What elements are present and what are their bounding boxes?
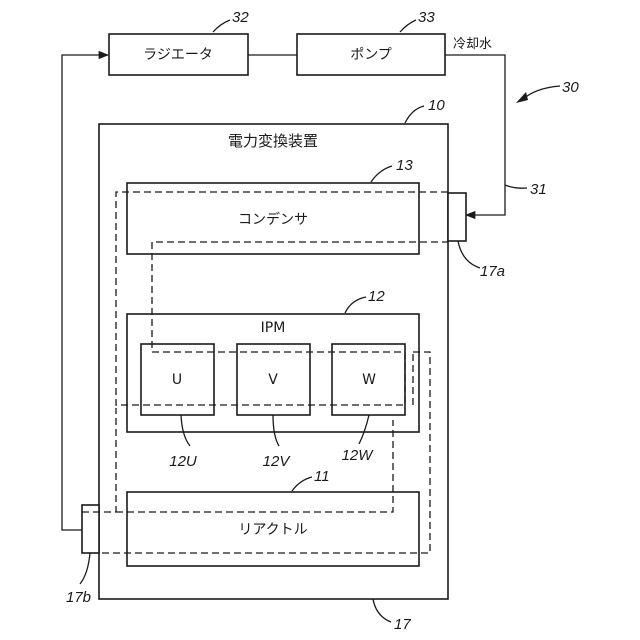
system-leader [522, 86, 560, 100]
system-ref: 30 [562, 79, 579, 96]
power-converter-title: 電力変換装置 [228, 132, 318, 150]
radiator-leader [213, 20, 230, 32]
condenser-label: コンデンサ [238, 211, 308, 228]
condenser-ref: 13 [396, 157, 413, 174]
radiator-label: ラジエータ [143, 47, 213, 63]
coolant-supply-pipe [445, 55, 505, 215]
phase-v-label: V [268, 372, 278, 388]
coolant-label: 冷却水 [453, 37, 492, 52]
phase-w-ref: 12W [342, 447, 375, 464]
flow-path-leader [373, 599, 391, 622]
system-arrow-icon [516, 92, 528, 103]
outlet-leader [80, 553, 90, 584]
pump-ref: 33 [418, 9, 435, 26]
device-leader [405, 106, 424, 123]
radiator-ref: 32 [232, 9, 249, 26]
ipm-ref: 12 [368, 288, 385, 305]
pump-leader [400, 20, 416, 32]
device-ref: 10 [428, 97, 445, 114]
reactor-label: リアクトル [238, 522, 307, 538]
phase-u-label: U [172, 372, 182, 388]
phase-w-label: W [362, 372, 376, 388]
inlet-port [448, 193, 466, 241]
outlet-ref: 17b [66, 589, 91, 606]
inlet-ref: 17a [480, 263, 505, 280]
phase-v-ref: 12V [263, 453, 292, 470]
pump-label: ポンプ [350, 47, 392, 63]
reactor-ref: 11 [314, 468, 330, 485]
phase-u-ref: 12U [169, 453, 197, 470]
flow-path-ref: 17 [394, 616, 411, 633]
inlet-leader [458, 241, 480, 268]
pipe-ref: 31 [530, 181, 547, 198]
pipe-leader [505, 185, 527, 188]
ipm-label: IPM [261, 320, 286, 336]
